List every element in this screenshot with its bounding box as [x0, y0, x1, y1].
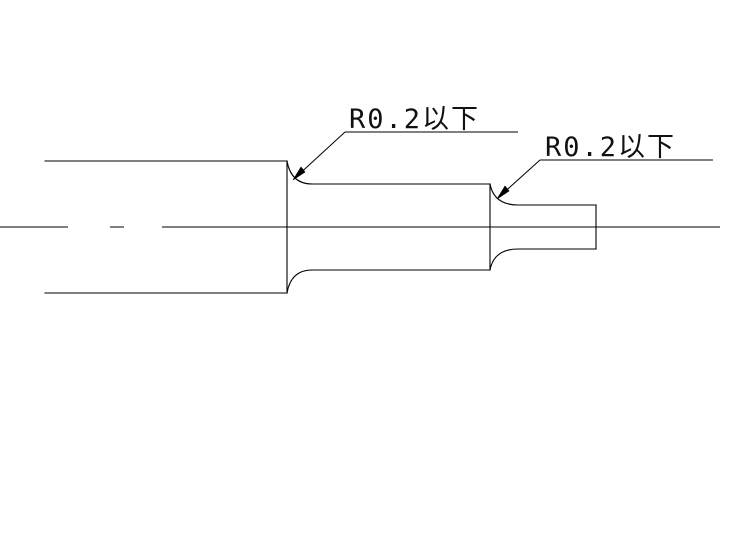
- middle-diameter-section: [286, 160, 491, 294]
- small-section-bottom-fillet: [489, 248, 519, 271]
- left-fillet-leader: [292, 131, 518, 181]
- left-fillet-note: R0.2以下: [349, 104, 480, 135]
- right-fillet-note: R0.2以下: [545, 132, 676, 163]
- right-fillet-leader: [496, 159, 713, 200]
- right-leader-arrowhead: [496, 185, 510, 200]
- left-leader-arrowhead: [292, 166, 306, 181]
- large-diameter-section: [44, 160, 288, 294]
- small-diameter-section: [489, 183, 597, 271]
- middle-section-bottom-fillet: [286, 269, 313, 294]
- small-section-top-fillet: [489, 183, 519, 206]
